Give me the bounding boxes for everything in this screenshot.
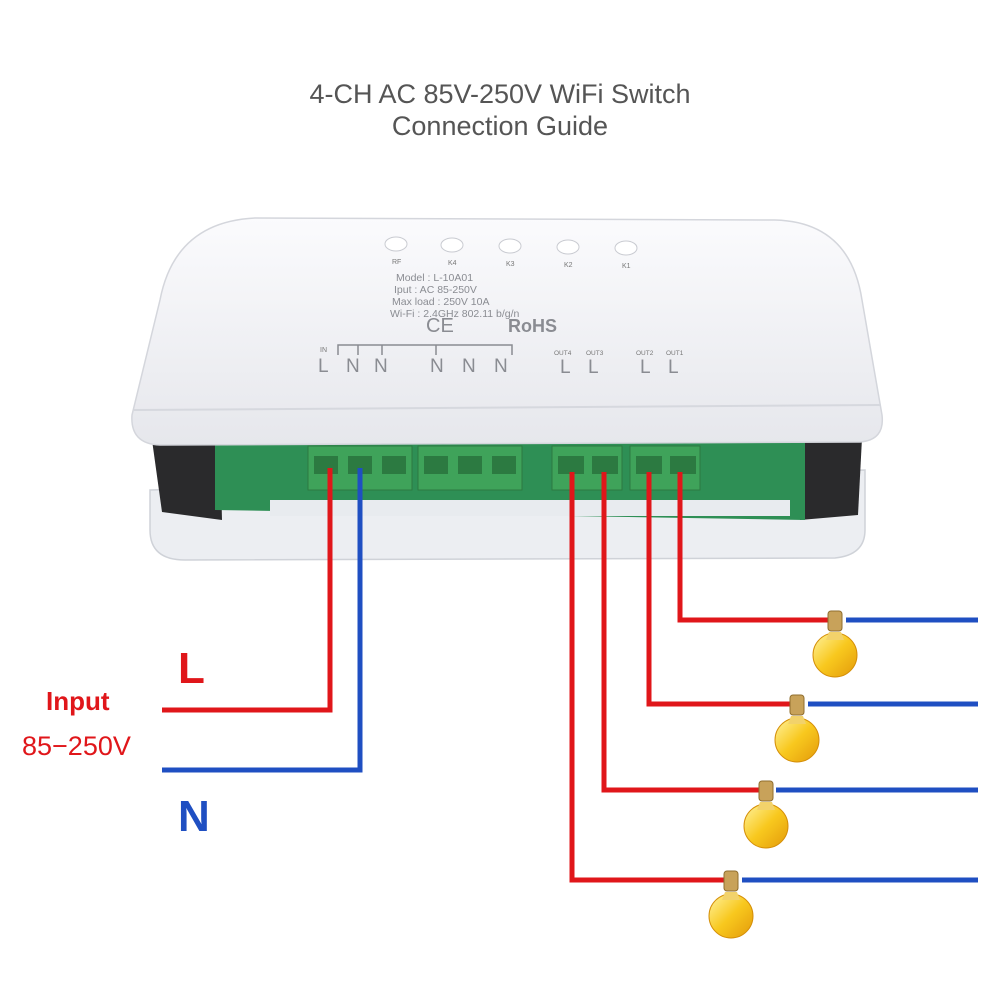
terminal-letter-1: L	[318, 356, 329, 377]
live-label: L	[178, 644, 205, 693]
terminal-letters: L N N N N N L L L L	[318, 356, 679, 378]
bulb-3	[743, 780, 789, 849]
device-top-cover	[131, 217, 884, 446]
live-wires	[162, 468, 828, 883]
ce-mark: CE	[426, 315, 454, 337]
led-rf	[384, 236, 408, 252]
led-k4	[440, 237, 464, 253]
input-label: Input	[46, 686, 110, 716]
terminal-letter-3: N	[374, 356, 388, 377]
out-labels: OUT4 OUT3 OUT2 OUT1	[554, 350, 684, 357]
rohs-mark: RoHS	[508, 316, 557, 336]
out-label-1: OUT1	[666, 350, 684, 357]
out-label-2: OUT2	[636, 350, 654, 357]
terminal-letter-6: N	[494, 356, 508, 377]
title-line-1: 4-CH AC 85V-250V WiFi Switch	[309, 79, 691, 109]
led-k2	[556, 239, 580, 255]
device-left-side	[152, 440, 222, 520]
live-wire-out-2	[646, 472, 790, 707]
led-label-k4: K4	[448, 260, 457, 267]
spec-line-wifi: Wi-Fi : 2.4GHz 802.11 b/g/n	[390, 308, 520, 320]
device-top-edge	[133, 404, 881, 411]
out-label-4: OUT4	[554, 350, 572, 357]
terminal-letter-10: L	[668, 357, 679, 378]
device-pcb-strip	[270, 500, 790, 516]
diagram-title: 4-CH AC 85V-250V WiFi Switch Connection …	[0, 78, 1000, 142]
bulb-4	[708, 870, 754, 939]
bulb-2	[774, 694, 820, 763]
device-right-side	[800, 438, 862, 520]
led-label-k2: K2	[564, 262, 573, 269]
led-label-k1: K1	[622, 263, 631, 270]
live-input-wire	[162, 468, 333, 713]
in-label: IN	[320, 347, 327, 354]
spec-line-model: Model : L-10A01	[396, 272, 473, 284]
neutral-label: N	[178, 792, 210, 841]
terminal-letter-4: N	[430, 356, 444, 377]
title-line-2: Connection Guide	[391, 111, 609, 141]
out-label-3: OUT3	[586, 350, 604, 357]
spec-label: Model : L-10A01 Iput : AC 85-250V Max lo…	[390, 272, 520, 320]
terminal-brackets	[337, 344, 513, 355]
live-wire-out-4	[569, 472, 724, 883]
led-label-rf: RF	[392, 259, 401, 266]
terminal-letter-2: N	[346, 356, 360, 377]
bulb-1	[812, 610, 858, 678]
terminal-letter-8: L	[588, 357, 599, 378]
live-wire-out-3	[601, 472, 760, 793]
terminal-letter-7: L	[560, 357, 571, 378]
spec-line-input: Iput : AC 85-250V	[394, 284, 477, 296]
voltage-label: 85−250V	[22, 731, 131, 761]
terminal-letter-5: N	[462, 356, 476, 377]
switch-device	[131, 217, 884, 561]
neutral-wires	[162, 468, 978, 883]
neutral-input-wire	[162, 468, 363, 773]
led-k3	[498, 238, 522, 254]
led-label-k3: K3	[506, 261, 515, 268]
spec-line-load: Max load : 250V 10A	[392, 296, 489, 308]
terminal-letter-9: L	[640, 357, 651, 378]
terminal-blocks	[307, 445, 701, 491]
led-row: RF K4 K3 K2 K1	[384, 236, 638, 270]
live-wire-out-1	[677, 472, 828, 623]
led-k1	[614, 240, 638, 256]
